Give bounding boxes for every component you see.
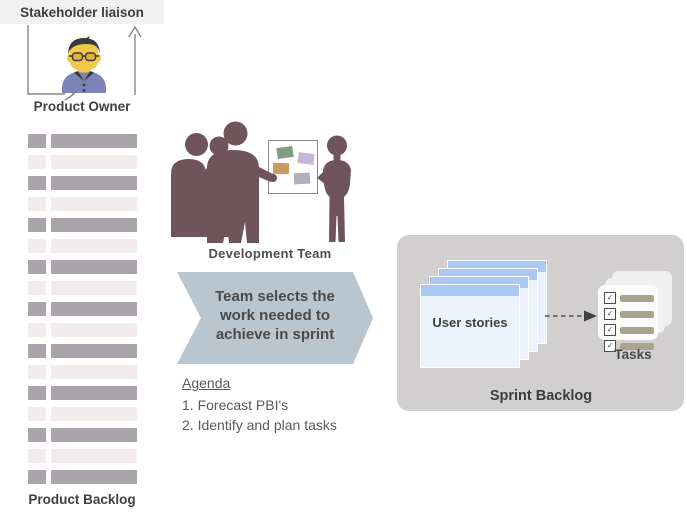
- backlog-row-bar: [51, 155, 137, 169]
- task-row: ✓: [604, 324, 658, 336]
- development-team-silhouettes-icon: [171, 121, 351, 243]
- backlog-row-square: [28, 176, 46, 190]
- backlog-row-square: [28, 449, 46, 463]
- chevron-line: achieve in sprint: [215, 326, 335, 343]
- backlog-row-square: [28, 407, 46, 421]
- stakeholder-liaison-label: Stakeholder liaison: [20, 4, 144, 20]
- backlog-row-square: [28, 428, 46, 442]
- task-text-bar: [620, 294, 654, 302]
- backlog-row-square: [28, 197, 46, 211]
- chevron-banner: [177, 272, 373, 364]
- backlog-row: [28, 470, 137, 484]
- dashed-arrow-icon: [545, 310, 597, 322]
- backlog-row-bar: [51, 428, 137, 442]
- backlog-row: [28, 155, 137, 169]
- task-row: ✓: [604, 308, 658, 320]
- backlog-row: [28, 260, 137, 274]
- checked-checkbox-icon: ✓: [604, 340, 616, 352]
- user-stories-label: User stories: [432, 315, 508, 330]
- backlog-row-bar: [51, 449, 137, 463]
- backlog-row-bar: [51, 407, 137, 421]
- agenda-item: 2. Identify and plan tasks: [182, 417, 337, 433]
- tasks-label: Tasks: [614, 347, 652, 362]
- checked-checkbox-icon: ✓: [604, 324, 616, 336]
- user-story-card: User stories: [420, 284, 520, 368]
- backlog-row-bar: [51, 134, 137, 148]
- backlog-row-square: [28, 155, 46, 169]
- backlog-row: [28, 344, 137, 358]
- backlog-row: [28, 197, 137, 211]
- backlog-row-square: [28, 260, 46, 274]
- story-card-header: [430, 277, 528, 288]
- user-stories-stack: User stories: [420, 260, 550, 370]
- backlog-row-bar: [51, 281, 137, 295]
- story-card-header: [448, 261, 546, 272]
- backlog-row: [28, 176, 137, 190]
- checked-checkbox-icon: ✓: [604, 292, 616, 304]
- product-backlog-list: [28, 134, 137, 491]
- backlog-row: [28, 449, 137, 463]
- stakeholder-liaison-box: Stakeholder liaison: [0, 0, 164, 24]
- backlog-row-square: [28, 239, 46, 253]
- backlog-row: [28, 302, 137, 316]
- backlog-row: [28, 323, 137, 337]
- tasks-stack: ✓ ✓ ✓ ✓: [598, 271, 674, 352]
- story-card-header: [421, 285, 519, 296]
- backlog-row-square: [28, 365, 46, 379]
- task-row: ✓: [604, 292, 658, 304]
- backlog-row-square: [28, 281, 46, 295]
- checked-checkbox-icon: ✓: [604, 308, 616, 320]
- chevron-line: work needed to: [219, 307, 331, 324]
- task-row: ✓: [604, 340, 658, 352]
- task-text-bar: [620, 310, 654, 318]
- chevron-line: Team selects the: [215, 288, 335, 305]
- backlog-row: [28, 281, 137, 295]
- agenda-title: Agenda: [182, 375, 231, 391]
- backlog-row-square: [28, 134, 46, 148]
- task-text-bar: [620, 326, 654, 334]
- backlog-row-square: [28, 470, 46, 484]
- backlog-row-bar: [51, 239, 137, 253]
- backlog-row-bar: [51, 260, 137, 274]
- backlog-row: [28, 239, 137, 253]
- whiteboard: [268, 140, 318, 194]
- story-card-header: [439, 269, 537, 280]
- product-backlog-label: Product Backlog: [28, 492, 136, 507]
- backlog-row-square: [28, 386, 46, 400]
- product-owner-avatar-icon: [62, 36, 106, 93]
- task-text-bar: [620, 342, 654, 350]
- backlog-row-bar: [51, 323, 137, 337]
- backlog-row: [28, 134, 137, 148]
- backlog-row-bar: [51, 386, 137, 400]
- agenda-block: Agenda 1. Forecast PBI's 2. Identify and…: [182, 373, 337, 435]
- product-owner-label: Product Owner: [33, 99, 131, 114]
- backlog-row-bar: [51, 176, 137, 190]
- backlog-row-bar: [51, 197, 137, 211]
- backlog-row: [28, 218, 137, 232]
- backlog-row-square: [28, 344, 46, 358]
- backlog-row: [28, 407, 137, 421]
- backlog-row-square: [28, 302, 46, 316]
- sprint-backlog-label: Sprint Backlog: [489, 388, 593, 404]
- chevron-banner-text: Team selects the work needed to achieve …: [197, 287, 353, 344]
- backlog-row-square: [28, 218, 46, 232]
- backlog-row-bar: [51, 344, 137, 358]
- backlog-row: [28, 386, 137, 400]
- backlog-row-bar: [51, 218, 137, 232]
- development-team-label: Development Team: [208, 246, 332, 261]
- agenda-item: 1. Forecast PBI's: [182, 397, 289, 413]
- backlog-row: [28, 365, 137, 379]
- backlog-row-bar: [51, 365, 137, 379]
- tasks-card-front: ✓ ✓ ✓ ✓: [598, 285, 658, 352]
- backlog-row: [28, 428, 137, 442]
- backlog-row-bar: [51, 302, 137, 316]
- backlog-row-bar: [51, 470, 137, 484]
- backlog-row-square: [28, 323, 46, 337]
